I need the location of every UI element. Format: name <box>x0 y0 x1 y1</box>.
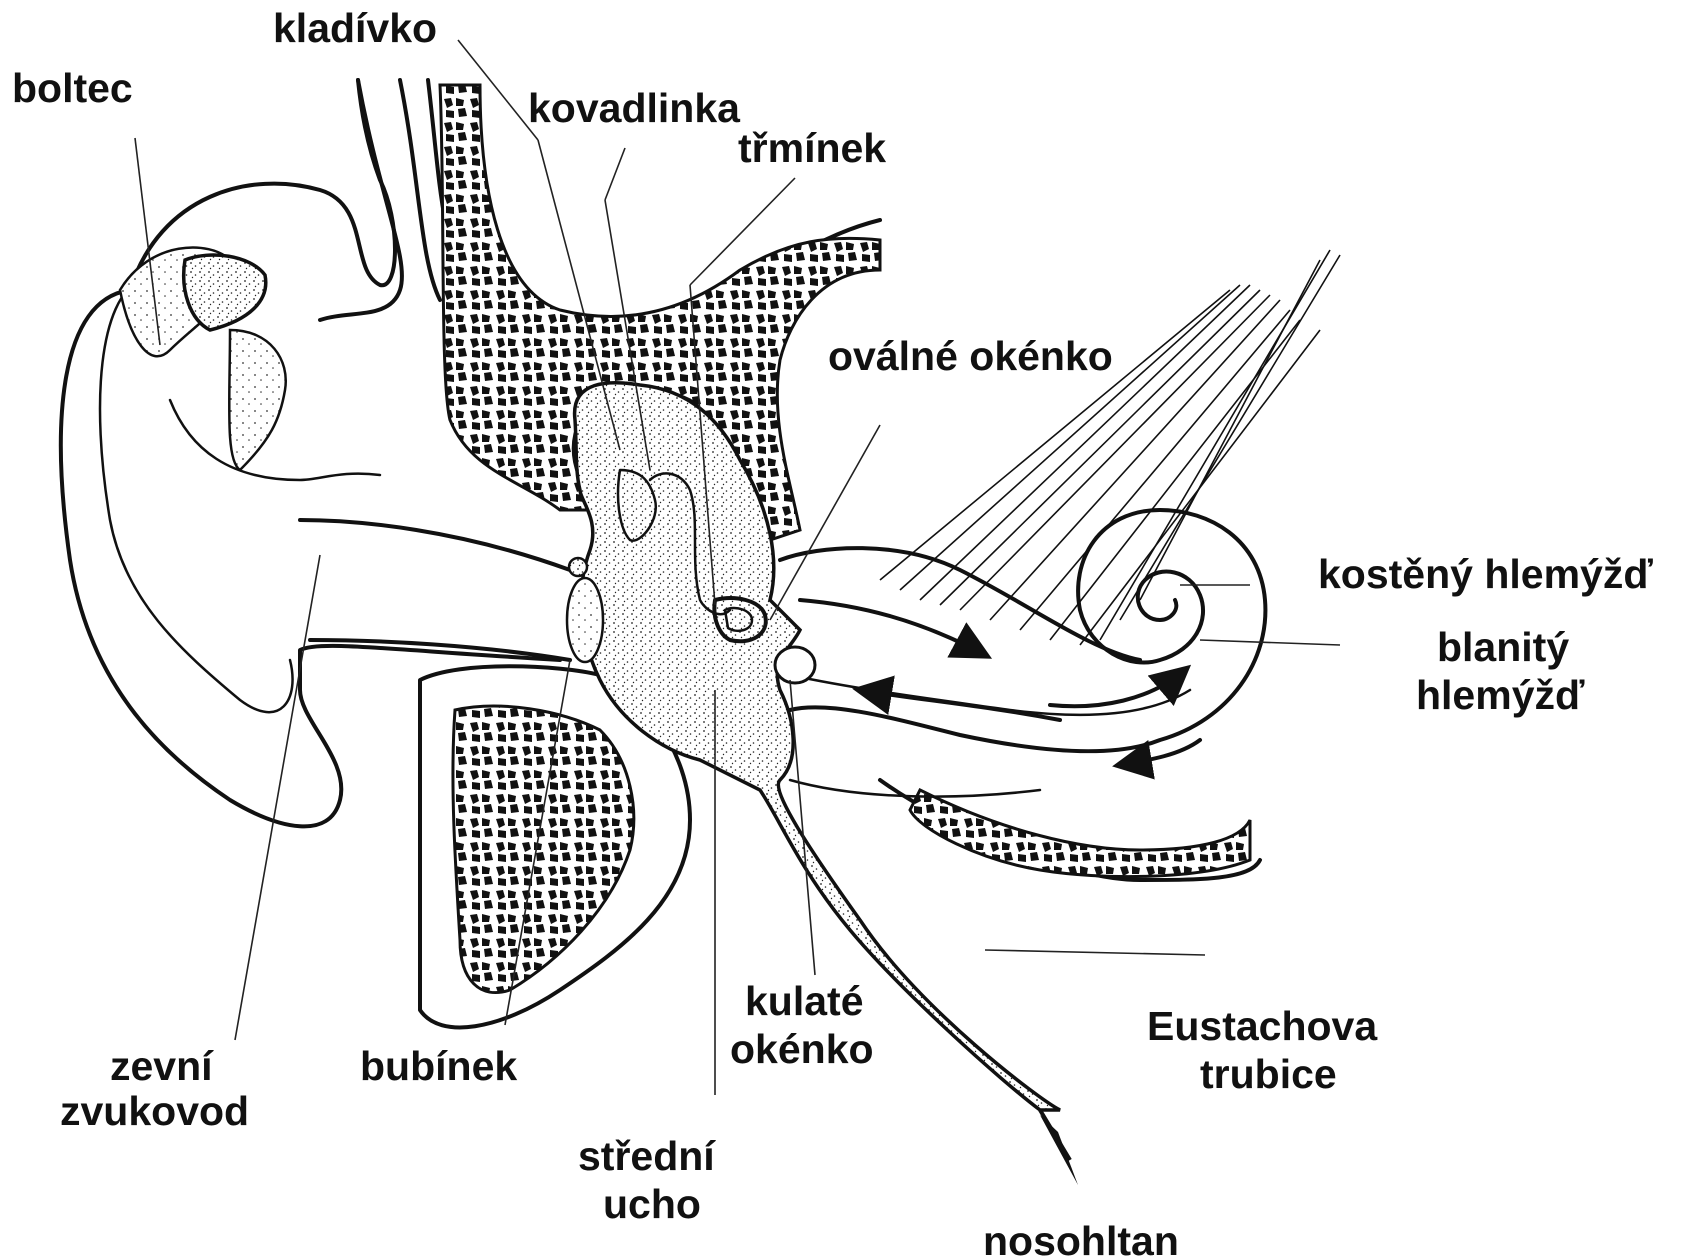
label-stredni-line1: střední <box>578 1133 716 1179</box>
label-kosteny-hlemyzd: kostěný hlemýžď <box>1318 551 1653 597</box>
cochlea-bone-lower <box>880 780 1260 880</box>
cochlea-arrows <box>800 600 1200 765</box>
labels: boltec kladívko kovadlinka třmínek ováln… <box>12 5 1653 1259</box>
eustachian-arrow <box>1040 1110 1078 1185</box>
label-kulate-line2: okénko <box>730 1026 874 1072</box>
label-nosohltan: nosohltan <box>983 1218 1179 1259</box>
label-bubinek: bubínek <box>360 1043 517 1089</box>
cochlea-shape <box>775 510 1265 797</box>
auditory-nerve <box>880 250 1340 645</box>
label-kulate-line1: kulaté <box>745 978 864 1024</box>
label-kovadlinka: kovadlinka <box>528 85 741 131</box>
label-boltec: boltec <box>12 65 133 111</box>
label-trminek: třmínek <box>738 125 886 171</box>
label-stredni-line2: ucho <box>603 1181 701 1227</box>
label-eustachova-line1: Eustachova <box>1147 1003 1378 1049</box>
label-kladivko: kladívko <box>273 5 437 51</box>
label-ovalne-okenko: oválné okénko <box>828 333 1113 379</box>
label-zevni-line1: zevní <box>110 1043 214 1089</box>
label-zevni-line2: zvukovod <box>60 1088 249 1134</box>
label-blanity-line2: hlemýžď <box>1416 672 1585 718</box>
label-blanity-line1: blanitý <box>1437 624 1569 670</box>
label-eustachova-line2: trubice <box>1200 1051 1337 1097</box>
